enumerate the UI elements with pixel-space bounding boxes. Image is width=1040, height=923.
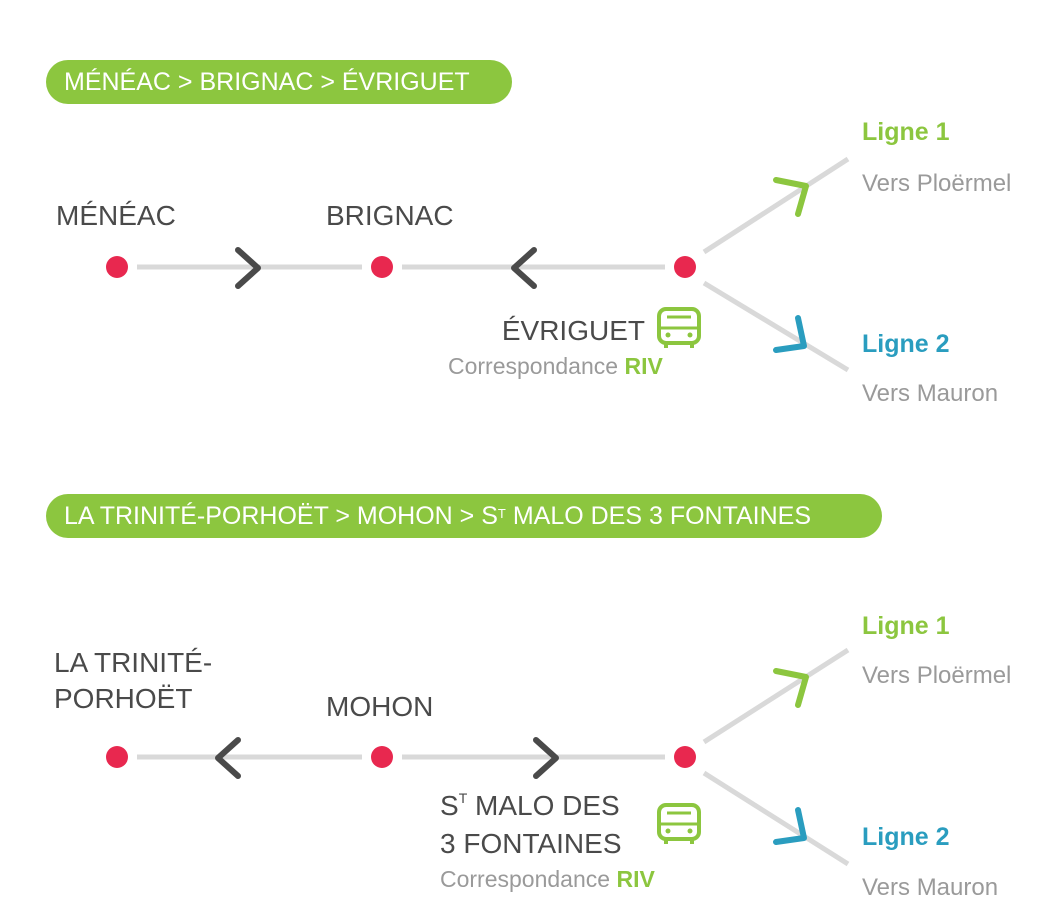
- chevron-left-icon: [511, 247, 537, 289]
- branch-track-ligne-2: [702, 770, 850, 867]
- route-banner-2: LA TRINITÉ-PORHOËT > MOHON > ST MALO DES…: [46, 494, 882, 538]
- stop-label-rest: MALO DES: [467, 790, 619, 821]
- stop-dot-icon: [106, 746, 128, 768]
- stop-label-mohon: MOHON: [326, 691, 433, 722]
- direction-arrow-ligne-1-icon: [773, 177, 809, 217]
- branch-line-label: Ligne 2: [862, 823, 950, 851]
- stop-label-brignac: BRIGNAC: [326, 200, 454, 231]
- branch-track-ligne-2: [702, 280, 850, 373]
- chevron-left-icon: [215, 737, 241, 779]
- stop-dot-icon: [674, 256, 696, 278]
- route-banner-1: MÉNÉAC > BRIGNAC > ÉVRIGUET: [46, 60, 512, 104]
- banner-stop: LA TRINITÉ-PORHOËT: [64, 502, 329, 530]
- chevron-right-icon: [533, 737, 559, 779]
- correspondance-label: Correspondance RIV: [448, 353, 663, 379]
- banner-separator: >: [170, 68, 200, 96]
- stop-label-3-fontaines: 3 FONTAINES: [440, 828, 622, 859]
- banner-stop-superscript: T: [497, 506, 506, 521]
- branch-line-label: Ligne 1: [862, 612, 950, 640]
- stop-label-porhoet: PORHOËT: [54, 683, 192, 714]
- correspondance-label: Correspondance RIV: [440, 866, 655, 892]
- stop-dot-icon: [371, 746, 393, 768]
- branch-line-label: Ligne 2: [862, 330, 950, 358]
- banner-stop-prefix: S: [481, 502, 498, 530]
- network-riv: RIV: [616, 866, 655, 892]
- banner-separator: >: [452, 502, 482, 530]
- banner-stop: BRIGNAC: [199, 68, 314, 96]
- direction-arrow-ligne-1-icon: [773, 668, 809, 708]
- banner-stop: MÉNÉAC: [64, 68, 171, 96]
- stop-label-meneac: MÉNÉAC: [56, 200, 176, 231]
- branch-direction-label: Vers Ploërmel: [862, 170, 1011, 197]
- branch-direction-label: Vers Ploërmel: [862, 662, 1011, 689]
- direction-arrow-ligne-2-icon: [773, 315, 807, 353]
- branch-line-label: Ligne 1: [862, 118, 950, 146]
- banner-stop: MALO DES 3 FONTAINES: [505, 502, 812, 530]
- direction-arrow-ligne-2-icon: [773, 807, 807, 845]
- stop-dot-icon: [371, 256, 393, 278]
- correspondance-text: Correspondance: [448, 353, 618, 379]
- banner-separator: >: [313, 68, 342, 96]
- bus-icon: [657, 307, 701, 348]
- stop-dot-icon: [106, 256, 128, 278]
- stop-label-st-malo: ST MALO DES: [440, 790, 620, 821]
- stop-label-prefix: S: [440, 790, 459, 821]
- stop-label-la-trinite: LA TRINITÉ-: [54, 647, 212, 678]
- branch-direction-label: Vers Mauron: [862, 380, 998, 407]
- route-1: MÉNÉAC BRIGNAC ÉVRIGUET Correspondance R…: [56, 118, 1011, 407]
- banner-separator: >: [328, 502, 357, 530]
- stop-label-superscript: T: [459, 790, 468, 806]
- banner-stop: ÉVRIGUET: [341, 68, 470, 96]
- chevron-right-icon: [235, 247, 261, 289]
- banner-stop: MOHON: [356, 502, 453, 530]
- route-2: LA TRINITÉ- PORHOËT MOHON ST MALO DES 3 …: [54, 612, 1011, 901]
- network-riv: RIV: [624, 353, 663, 379]
- bus-icon: [657, 803, 701, 844]
- branch-track-ligne-1: [702, 156, 850, 255]
- stop-dot-icon: [674, 746, 696, 768]
- branch-track-ligne-1: [702, 647, 850, 745]
- stop-label-evriguet: ÉVRIGUET: [502, 315, 645, 346]
- branch-direction-label: Vers Mauron: [862, 874, 998, 901]
- correspondance-text: Correspondance: [440, 866, 610, 892]
